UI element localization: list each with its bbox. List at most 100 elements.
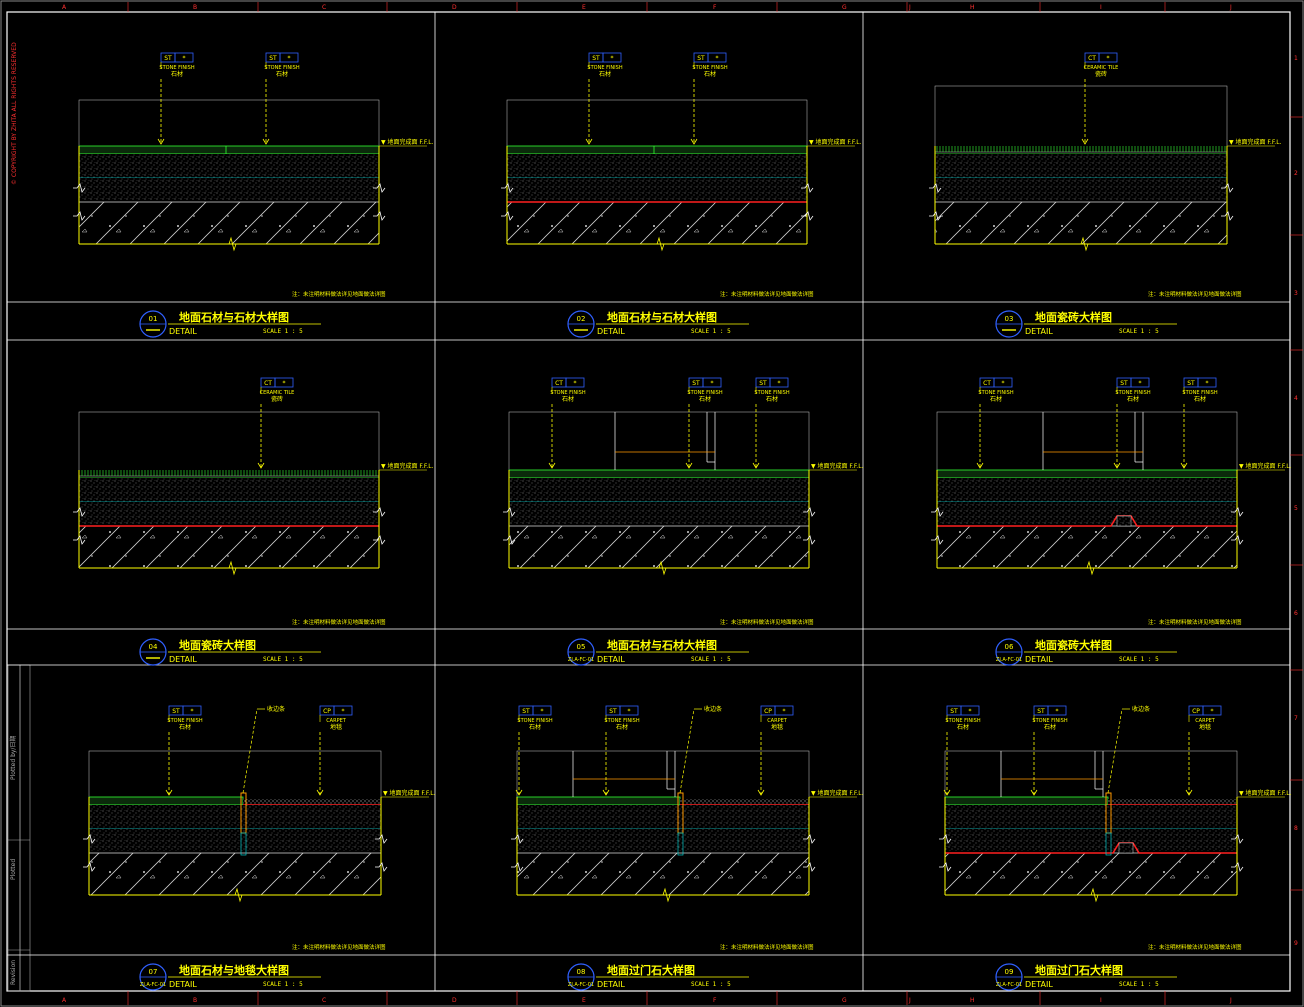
leader-arrow bbox=[976, 462, 984, 469]
material-label-cn: 石材 bbox=[1127, 395, 1139, 403]
material-label-cn: 石材 bbox=[276, 70, 288, 78]
material-tag-star: * bbox=[716, 55, 719, 62]
grid-col-label-bottom: E bbox=[582, 997, 586, 1004]
stone-finish-layer bbox=[936, 469, 1238, 479]
material-tag-box bbox=[960, 705, 980, 716]
material-tag-box bbox=[532, 705, 552, 716]
material-tag-code: ST bbox=[164, 55, 172, 62]
detail-label: DETAIL bbox=[1025, 655, 1053, 664]
break-symbol bbox=[803, 834, 816, 844]
material-tag-box bbox=[1197, 377, 1217, 388]
room-outline bbox=[508, 411, 810, 477]
break-symbol bbox=[931, 535, 944, 545]
break-symbol bbox=[1221, 211, 1234, 221]
break-symbol bbox=[511, 834, 524, 844]
scale-label: SCALE 1 : 5 bbox=[691, 981, 731, 988]
detail-title: 地面石材与石材大样图 bbox=[607, 638, 717, 652]
grid-col-label-bottom: G bbox=[842, 997, 847, 1004]
grid-row-label: 7 bbox=[1294, 715, 1298, 722]
break-symbol bbox=[1231, 862, 1244, 872]
detail-note: 注：未注明材料做法详见地面做法详图 bbox=[292, 618, 386, 626]
material-tag-star: * bbox=[1206, 380, 1209, 387]
detail-reference: ZJ.A-FC-01 bbox=[568, 657, 594, 663]
material-tag-code: CT bbox=[983, 380, 991, 387]
detail-title: 地面瓷砖大样图 bbox=[1035, 638, 1112, 652]
break-symbol bbox=[658, 560, 667, 576]
break-symbol bbox=[373, 507, 386, 517]
material-tag-star: * bbox=[611, 55, 614, 62]
grid-col-label-bottom: A bbox=[62, 997, 67, 1004]
ffl-marker: ▼ 地面完成面 F.F.L. bbox=[1239, 789, 1292, 797]
material-tag-box bbox=[702, 377, 722, 388]
material-tag-code: ST bbox=[609, 708, 617, 715]
grid-col-label-top: D bbox=[452, 4, 457, 11]
grid-col-label-bottom: J bbox=[908, 997, 911, 1004]
material-tag-code: ST bbox=[172, 708, 180, 715]
material-label-en: STONE FINISH bbox=[1115, 390, 1150, 396]
room-outline bbox=[936, 411, 1238, 477]
grid-col-label-bottom: D bbox=[452, 997, 457, 1004]
break-symbol bbox=[931, 507, 944, 517]
break-symbol bbox=[73, 211, 86, 221]
ffl-marker: ▼ 地面完成面 F.F.L. bbox=[811, 462, 864, 470]
leader-arrow bbox=[1113, 462, 1121, 469]
grid-row-label: 8 bbox=[1294, 825, 1298, 832]
break-symbol bbox=[662, 887, 671, 903]
screed-layer bbox=[937, 502, 1237, 524]
break-symbol bbox=[511, 862, 524, 872]
grid-col-label-top: J bbox=[908, 4, 911, 11]
stone-finish-layer bbox=[78, 145, 380, 155]
grid-col-label-bottom: H bbox=[970, 997, 975, 1004]
detail-reference: ZJ.A-FC-01 bbox=[996, 657, 1022, 663]
carpet-layer bbox=[1108, 799, 1237, 805]
detail-number: 03 bbox=[1005, 315, 1014, 323]
material-tag-code: ST bbox=[1187, 380, 1195, 387]
mortar-bed bbox=[507, 154, 807, 178]
break-symbol bbox=[83, 834, 96, 844]
break-symbol bbox=[234, 887, 243, 903]
stone-finish-layer bbox=[88, 796, 244, 806]
material-tag-code: ST bbox=[1120, 380, 1128, 387]
break-symbol bbox=[501, 211, 514, 221]
detail-label: DETAIL bbox=[597, 980, 625, 989]
material-label-cn: 石材 bbox=[529, 723, 541, 731]
material-tag-code: CT bbox=[555, 380, 563, 387]
room-outline bbox=[78, 99, 380, 153]
leader-arrow bbox=[1030, 789, 1038, 796]
leader-arrow bbox=[585, 138, 593, 145]
material-tag-box bbox=[774, 705, 794, 716]
detail-title: 地面瓷砖大样图 bbox=[179, 638, 256, 652]
material-tag-star: * bbox=[283, 380, 286, 387]
material-tag-code: ST bbox=[592, 55, 600, 62]
grid-row-label: 3 bbox=[1294, 290, 1298, 297]
detail-title: 地面石材与石材大样图 bbox=[607, 310, 717, 324]
grid-row-label: 9 bbox=[1294, 940, 1298, 947]
material-label-cn: 瓷砖 bbox=[1095, 70, 1107, 78]
grid-col-label-top: B bbox=[193, 4, 197, 11]
grid-col-label-bottom: F bbox=[713, 997, 717, 1004]
detail-number: 09 bbox=[1005, 968, 1014, 976]
material-tag-box bbox=[619, 705, 639, 716]
material-tag-code: ST bbox=[1037, 708, 1045, 715]
grid-col-label-top: A bbox=[62, 4, 67, 11]
detail-title: 地面过门石大样图 bbox=[1035, 963, 1123, 977]
mortar-bed bbox=[79, 154, 379, 178]
detail-reference: ZJ.A-FC-01 bbox=[996, 982, 1022, 988]
material-tag-star: * bbox=[1056, 708, 1059, 715]
break-symbol bbox=[73, 535, 86, 545]
transition-strip-label: 收边条 bbox=[1132, 705, 1150, 713]
detail-note: 注：未注明材料做法详见地面做法详图 bbox=[720, 618, 814, 626]
scale-label: SCALE 1 : 5 bbox=[263, 981, 303, 988]
material-tag-box bbox=[333, 705, 353, 716]
material-tag-box bbox=[602, 52, 622, 63]
grid-row-label: 1 bbox=[1294, 55, 1298, 62]
ceramic-tile-layer bbox=[935, 146, 1227, 152]
break-symbol bbox=[939, 862, 952, 872]
scale-label: SCALE 1 : 5 bbox=[1119, 328, 1159, 335]
material-tag-star: * bbox=[711, 380, 714, 387]
